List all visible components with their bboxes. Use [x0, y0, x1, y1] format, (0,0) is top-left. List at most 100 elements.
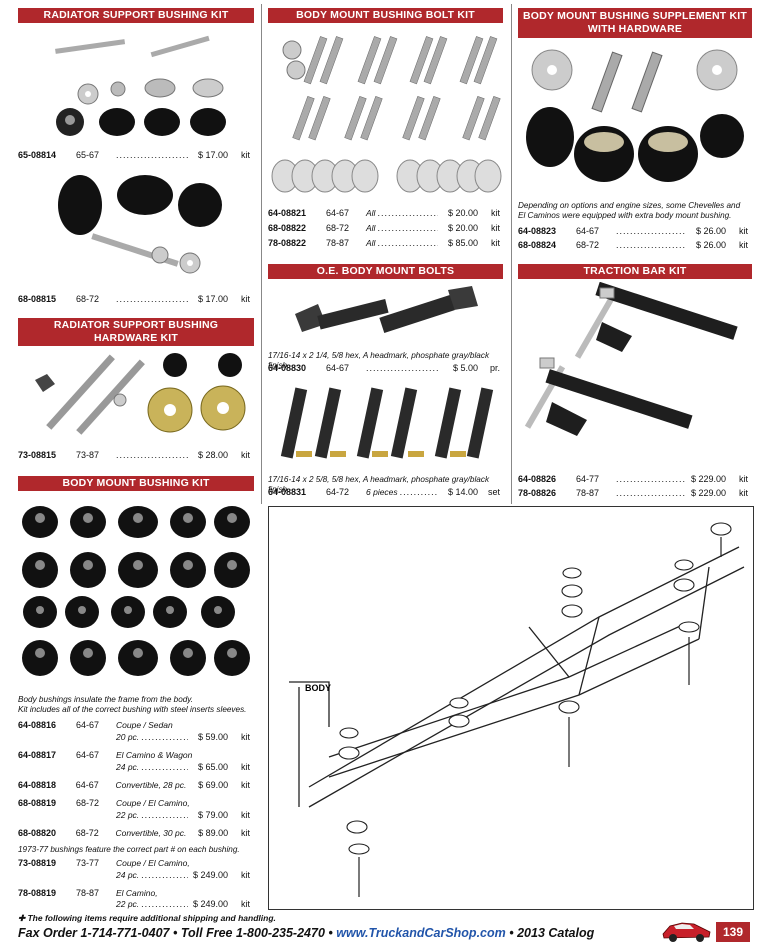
unit: kit — [241, 762, 250, 772]
dot-leader — [616, 474, 686, 484]
unit: kit — [491, 223, 500, 233]
description: All — [366, 223, 376, 233]
price: $ 79.00 — [197, 810, 228, 820]
part-number: 68-08815 — [18, 294, 57, 304]
body-mount-note-3: 1973-77 bushings feature the correct par… — [18, 845, 240, 854]
years: 64-67 — [76, 720, 100, 730]
years: 78-87 — [326, 238, 350, 248]
unit: kit — [241, 870, 250, 880]
years: 64-72 — [326, 487, 350, 497]
oe-bolts-note-1: 17/16-14 x 2 1/4, 5/8 hex, A headmark, p… — [268, 351, 490, 370]
years: 68-72 — [326, 223, 350, 233]
column-divider — [261, 4, 262, 504]
description: Coupe / El Camino, — [116, 858, 190, 868]
traction-bar-image — [524, 282, 738, 436]
price-row: 68-08819 68-72 Coupe / El Camino, — [18, 798, 250, 808]
frame-diagram-box: BODY — [268, 506, 754, 910]
supplement-header: BODY MOUNT BUSHING SUPPLEMENT KIT WITH H… — [518, 8, 752, 38]
price-row: 65-08814 65-67 $ 17.00 kit — [18, 150, 250, 160]
description: 22 pc. — [116, 899, 140, 909]
column-divider — [511, 4, 512, 504]
years: 64-67 — [76, 750, 100, 760]
separator: • — [172, 926, 178, 940]
part-number: 64-08823 — [518, 226, 557, 236]
unit: kit — [739, 488, 748, 498]
website-link[interactable]: www.TruckandCarShop.com — [336, 926, 506, 940]
dot-leader — [616, 488, 686, 498]
part-number: 64-08831 — [268, 487, 307, 497]
price: $ 28.00 — [197, 450, 228, 460]
part-number: 64-08821 — [268, 208, 307, 218]
years: 64-67 — [576, 226, 600, 236]
dot-leader — [141, 899, 188, 909]
price-row: 64-08816 64-67 Coupe / Sedan — [18, 720, 250, 730]
unit: kit — [241, 828, 250, 838]
unit: kit — [241, 732, 250, 742]
radiator-hardware-image — [35, 353, 246, 435]
price-row: 73-08819 73-77 Coupe / El Camino, — [18, 858, 250, 868]
price-row: 22 pc. $ 249.00 kit — [116, 899, 250, 909]
years: 73-77 — [76, 858, 100, 868]
dot-leader — [616, 226, 686, 236]
oe-bolts-image — [295, 286, 478, 334]
price: $ 59.00 — [197, 732, 228, 742]
price-row: 22 pc. $ 79.00 kit — [116, 810, 250, 820]
price-row: 64-08817 64-67 El Camino & Wagon — [18, 750, 250, 760]
price-row: 68-08824 68-72 $ 26.00 kit — [518, 240, 748, 250]
oe-bolts-set-image — [280, 387, 494, 459]
unit: kit — [491, 208, 500, 218]
unit: kit — [491, 238, 500, 248]
price-row: 64-08818 64-67 Convertible, 28 pc. $ 69.… — [18, 780, 250, 790]
price: $ 17.00 — [197, 294, 228, 304]
price: $ 85.00 — [447, 238, 478, 248]
years: 73-87 — [76, 450, 100, 460]
supplement-title-line-1: BODY MOUNT BUSHING SUPPLEMENT KIT — [523, 10, 747, 22]
description: 20 pc. — [116, 732, 140, 742]
part-number: 78-08819 — [18, 888, 57, 898]
part-number: 64-08816 — [18, 720, 57, 730]
unit: kit — [241, 899, 250, 909]
supplement-note-1: Depending on options and engine sizes, s… — [518, 201, 741, 210]
dot-leader — [116, 294, 188, 304]
description: 24 pc. — [116, 762, 140, 772]
price: $ 5.00 — [452, 363, 478, 373]
price: $ 229.00 — [690, 474, 726, 484]
oe-bolts-header: O.E. BODY MOUNT BOLTS — [268, 264, 503, 279]
separator: • — [509, 926, 514, 940]
price-row: 64-08830 64-67 $ 5.00 pr. — [268, 363, 500, 373]
part-number: 64-08818 — [18, 780, 57, 790]
years: 68-72 — [576, 240, 600, 250]
unit: kit — [241, 780, 250, 790]
years: 64-67 — [326, 208, 350, 218]
dot-leader — [141, 810, 188, 820]
frame-diagram: BODY — [289, 522, 745, 897]
description: El Camino & Wagon — [116, 750, 193, 760]
price-row: 78-08819 78-87 El Camino, — [18, 888, 250, 898]
catalog-year: 2013 Catalog — [517, 926, 595, 940]
price: $ 20.00 — [447, 223, 478, 233]
traction-bar-header: TRACTION BAR KIT — [518, 264, 752, 279]
price-row: 24 pc. $ 65.00 kit — [116, 762, 250, 772]
shipping-note: ✚ The following items require additional… — [18, 913, 276, 923]
body-mount-note-1: Body bushings insulate the frame from th… — [18, 695, 194, 704]
part-number: 64-08817 — [18, 750, 57, 760]
years: 64-77 — [576, 474, 600, 484]
description: 6 pieces — [366, 487, 398, 497]
description: Coupe / El Camino, — [116, 798, 190, 808]
price-row: 73-08815 73-87 $ 28.00 kit — [18, 450, 250, 460]
years: 78-87 — [576, 488, 600, 498]
price-row: 64-08826 64-77 $ 229.00 kit — [518, 474, 748, 484]
part-number: 68-08820 — [18, 828, 57, 838]
unit: pr. — [489, 363, 500, 373]
body-mount-bushings-image — [22, 506, 250, 676]
price-row: 64-08831 64-72 6 pieces $ 14.00 set — [268, 487, 500, 497]
bolt-kit-image — [271, 36, 502, 193]
dot-leader — [400, 487, 438, 497]
dot-leader — [116, 450, 188, 460]
supplement-note-2: El Caminos were equipped with extra body… — [518, 211, 732, 220]
part-number: 64-08830 — [268, 363, 307, 373]
dot-leader — [377, 238, 438, 248]
dot-leader — [141, 870, 188, 880]
unit: kit — [739, 474, 748, 484]
oe-bolts-note-2: 17/16-14 x 2 5/8, 5/8 hex, A headmark, p… — [268, 475, 490, 494]
